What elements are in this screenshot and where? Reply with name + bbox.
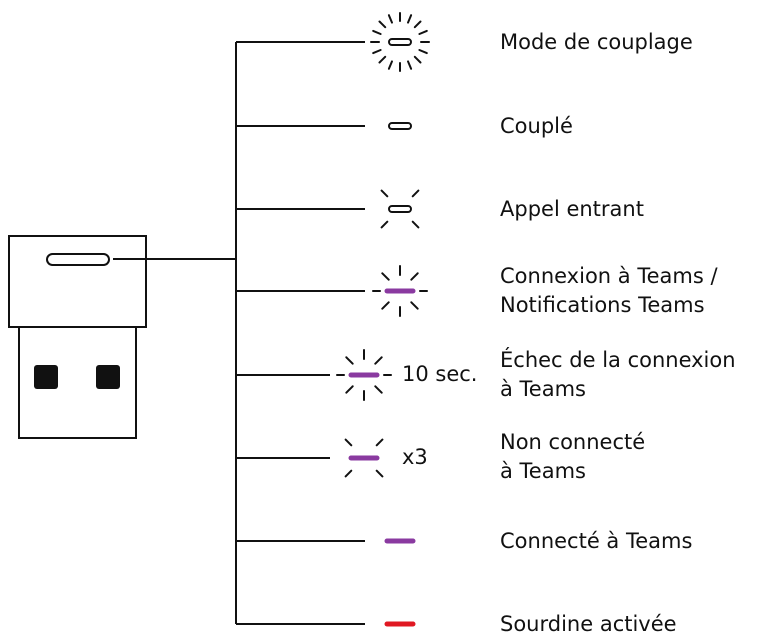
- usb-contact-right: [96, 365, 120, 389]
- state-label-line: à Teams: [500, 459, 586, 483]
- state-row-teams-failed: [236, 349, 392, 401]
- state-row-teams-not-connected: [236, 438, 384, 478]
- light-ray: [378, 20, 387, 29]
- state-label-line: Connecté à Teams: [500, 529, 693, 553]
- state-label-line: Non connecté: [500, 430, 646, 454]
- led-solid-white-icon: [388, 122, 412, 130]
- led-bar: [388, 38, 412, 46]
- state-label-pairing: Mode de couplage: [500, 28, 693, 57]
- state-label-line: à Teams: [500, 377, 586, 401]
- light-ray: [411, 189, 420, 198]
- state-row-paired: [236, 122, 412, 130]
- light-ray: [381, 301, 390, 310]
- light-ray: [410, 272, 419, 281]
- state-label-teams-not-connected: Non connecté à Teams: [500, 428, 645, 486]
- light-ray: [380, 189, 389, 198]
- state-label-incoming-call: Appel entrant: [500, 195, 644, 224]
- receiver-led-indicator: [46, 253, 110, 266]
- led-pulsing-white-icon: [380, 189, 420, 229]
- state-row-pairing: [236, 12, 430, 72]
- state-side-note: 10 sec.: [402, 362, 478, 386]
- state-row-incoming-call: [236, 189, 420, 229]
- light-ray: [387, 14, 393, 24]
- light-ray: [378, 55, 387, 64]
- light-ray: [407, 60, 413, 70]
- light-ray: [345, 356, 354, 365]
- state-row-teams-connecting: [236, 265, 428, 317]
- state-label-muted: Sourdine activée: [500, 610, 677, 639]
- state-label-teams-failed: Échec de la connexion à Teams: [500, 346, 736, 404]
- light-ray: [381, 272, 390, 281]
- light-ray: [380, 220, 389, 229]
- light-ray: [374, 385, 383, 394]
- state-label-teams-connecting: Connexion à Teams / Notifications Teams: [500, 262, 718, 320]
- light-ray: [413, 20, 422, 29]
- led-blinking-white-full-icon: [370, 12, 430, 72]
- state-label-teams-connected: Connecté à Teams: [500, 527, 692, 556]
- state-label-line: Connexion à Teams /: [500, 264, 718, 288]
- led-bar: [388, 122, 412, 130]
- light-ray: [411, 220, 420, 229]
- state-label-line: Sourdine activée: [500, 612, 677, 636]
- connector-lines: [113, 42, 237, 624]
- light-ray: [375, 469, 384, 478]
- led-blinking-purple-icon: [336, 349, 392, 401]
- light-ray: [410, 301, 419, 310]
- light-ray: [374, 356, 383, 365]
- led-blinking-purple-icon: [372, 265, 428, 317]
- state-label-line: Appel entrant: [500, 197, 644, 221]
- light-ray: [413, 55, 422, 64]
- light-ray: [344, 438, 353, 447]
- state-label-line: Couplé: [500, 114, 573, 138]
- state-label-line: Mode de couplage: [500, 30, 693, 54]
- light-ray: [418, 29, 428, 35]
- light-ray: [387, 60, 393, 70]
- usb-contact-left: [34, 365, 58, 389]
- light-ray: [418, 49, 428, 55]
- usb-receiver: [8, 235, 147, 439]
- led-pulsing-purple-icon: [344, 438, 384, 478]
- state-side-note: x3: [402, 445, 428, 469]
- state-label-line: Échec de la connexion: [500, 348, 736, 372]
- light-ray: [344, 469, 353, 478]
- state-label-line: Notifications Teams: [500, 293, 705, 317]
- light-ray: [375, 438, 384, 447]
- light-ray: [407, 14, 413, 24]
- receiver-body: [8, 235, 147, 328]
- led-bar: [388, 205, 412, 213]
- state-rows: [236, 12, 430, 627]
- light-ray: [345, 385, 354, 394]
- light-ray: [372, 29, 382, 35]
- light-ray: [372, 49, 382, 55]
- state-label-paired: Couplé: [500, 112, 573, 141]
